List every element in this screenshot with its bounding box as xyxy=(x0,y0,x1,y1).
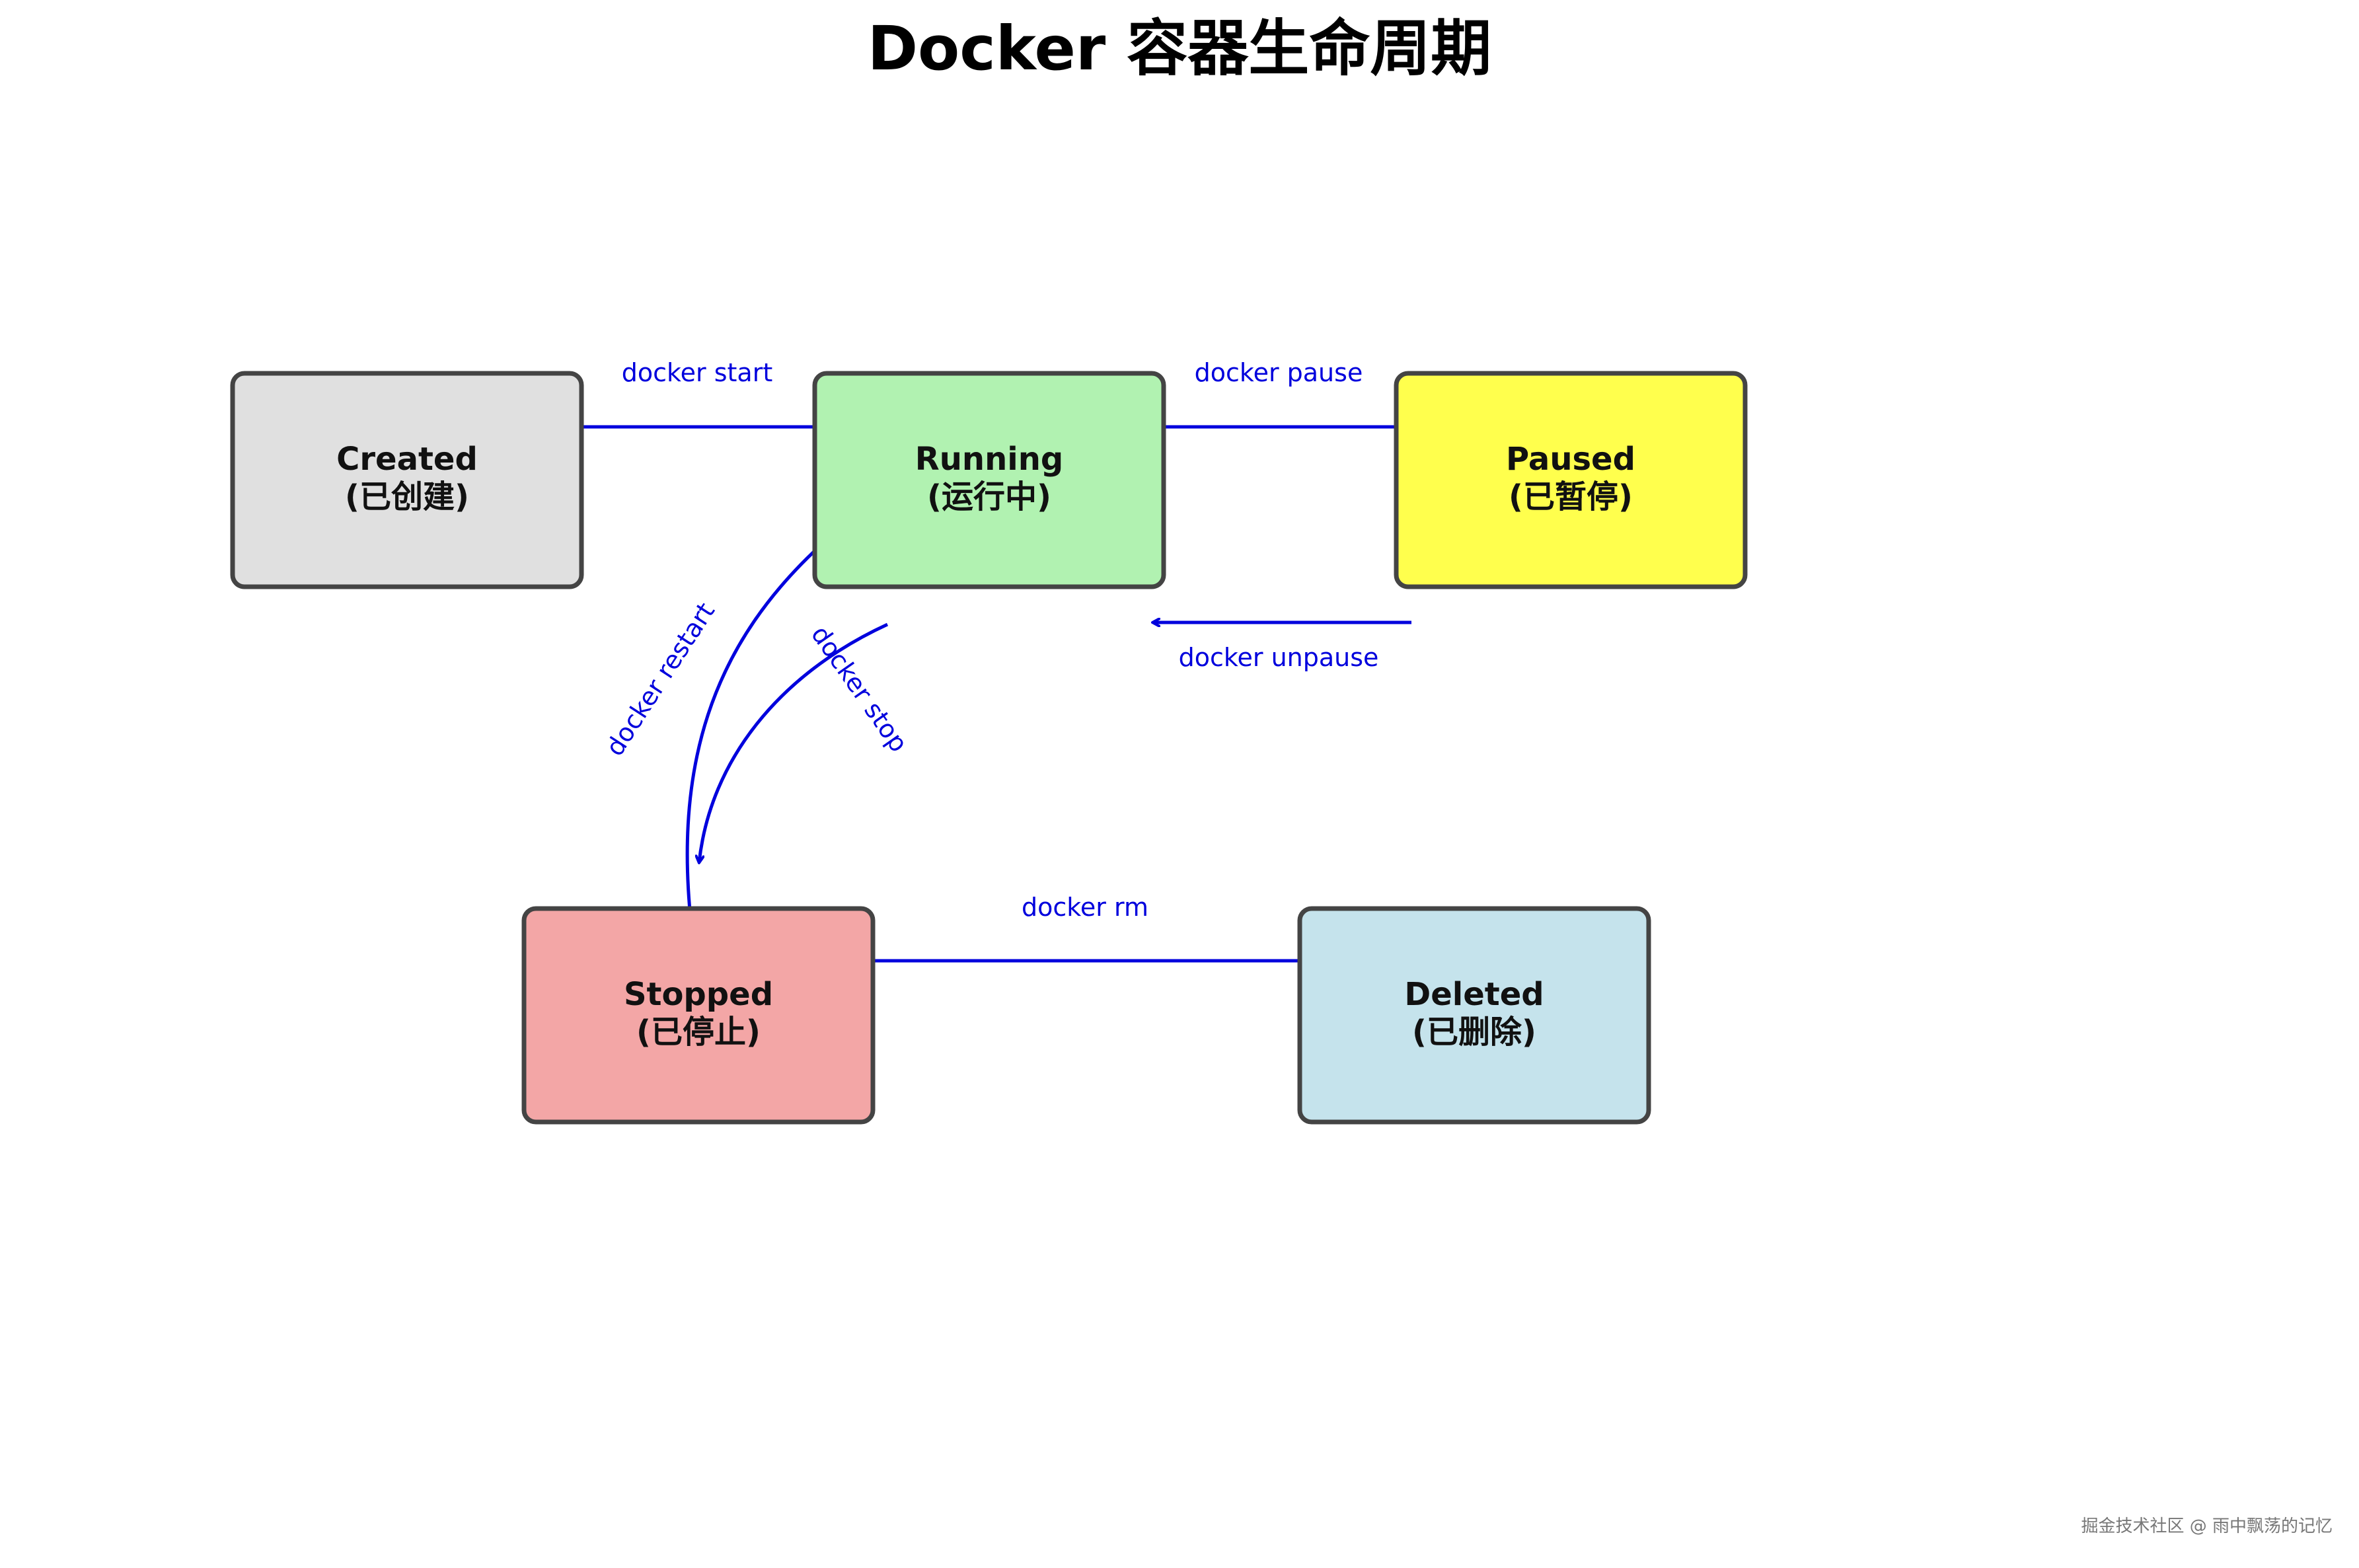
edge-docker-restart xyxy=(685,541,826,955)
state-sub-paused: (已暂停) xyxy=(1509,478,1633,515)
state-sub-deleted: (已删除) xyxy=(1412,1014,1536,1051)
state-node-stopped: Stopped (已停止) xyxy=(521,906,876,1125)
state-sub-stopped: (已停止) xyxy=(636,1014,761,1051)
state-name-stopped: Stopped xyxy=(624,976,773,1013)
state-box-created xyxy=(230,371,584,589)
edge-label-docker-pause: docker pause xyxy=(1195,358,1363,387)
state-box-deleted xyxy=(1297,906,1651,1125)
state-box-running xyxy=(812,371,1166,589)
edge-label-docker-unpause: docker unpause xyxy=(1179,643,1379,672)
edge-label-docker-stop: docker stop xyxy=(805,620,913,757)
state-name-running: Running xyxy=(915,441,1063,478)
edge-label-docker-rm: docker rm xyxy=(1022,893,1148,922)
edge-docker-stop xyxy=(699,622,889,862)
diagram-title: Docker 容器生命周期 xyxy=(868,13,1492,84)
state-box-paused xyxy=(1394,371,1748,589)
state-node-deleted: Deleted (已删除) xyxy=(1297,906,1651,1125)
state-node-created: Created (已创建) xyxy=(230,371,584,589)
watermark: 掘金技术社区 @ 雨中飘荡的记忆 xyxy=(2081,1516,2333,1536)
state-node-running: Running (运行中) xyxy=(812,371,1166,589)
state-name-deleted: Deleted xyxy=(1404,976,1544,1013)
state-sub-running: (运行中) xyxy=(927,478,1051,515)
state-name-paused: Paused xyxy=(1506,441,1635,478)
state-name-created: Created xyxy=(336,441,478,478)
edge-label-docker-start: docker start xyxy=(622,358,773,387)
state-sub-created: (已创建) xyxy=(345,478,469,515)
state-node-paused: Paused (已暂停) xyxy=(1394,371,1748,589)
state-nodes: Created (已创建) Running (运行中) Paused (已暂停)… xyxy=(230,371,1748,1125)
state-box-stopped xyxy=(521,906,876,1125)
